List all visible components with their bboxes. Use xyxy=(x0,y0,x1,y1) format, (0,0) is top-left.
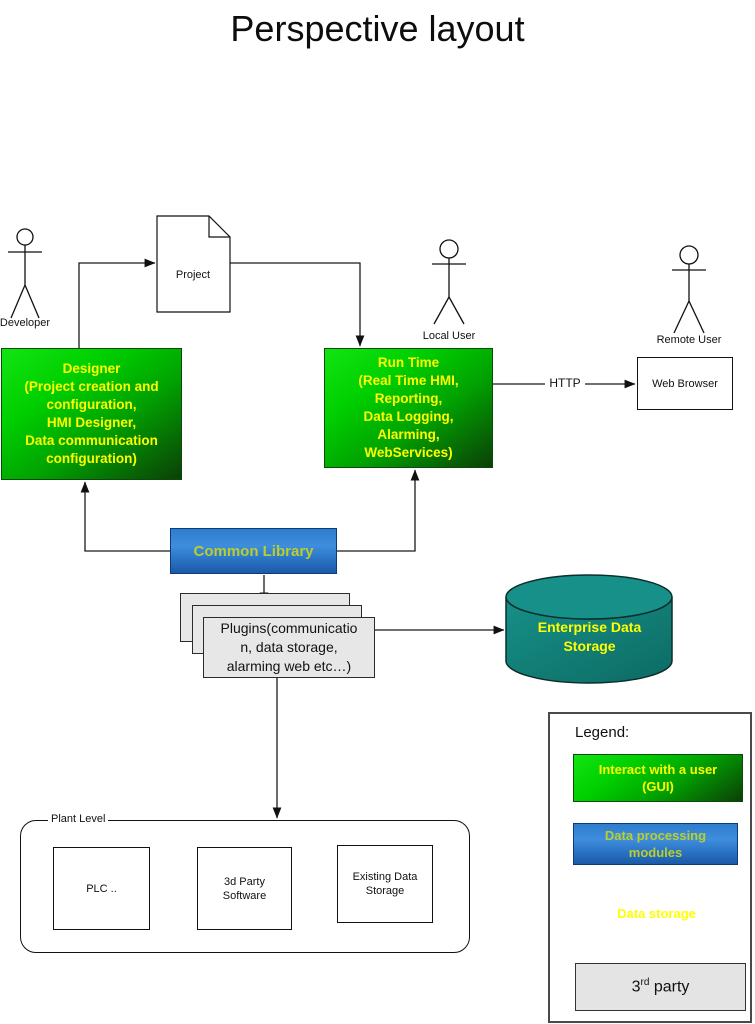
remote-user-label: Remote User xyxy=(656,334,722,346)
local-user-label: Local User xyxy=(422,330,476,342)
http-edge-label: HTTP xyxy=(545,376,585,390)
edge-designer-to-project xyxy=(78,258,156,348)
runtime-node: Run Time (Real Time HMI, Reporting, Data… xyxy=(324,348,493,468)
developer-actor-icon xyxy=(8,228,42,319)
third-party-text: 3rd party xyxy=(631,977,690,996)
edge-project-to-runtime xyxy=(230,262,365,347)
edge-commonlib-to-runtime xyxy=(337,469,420,552)
enterprise-storage-label: Enterprise Data Storage xyxy=(537,619,642,654)
project-label: Project xyxy=(175,269,211,281)
existing-data-storage-node: Existing Data Storage xyxy=(337,845,433,923)
legend-item-storage-label: Data storage xyxy=(617,906,696,921)
project-document-shape xyxy=(156,215,231,313)
third-party-software-node: 3d Party Software xyxy=(197,847,292,930)
designer-node: Designer (Project creation and configura… xyxy=(1,348,182,480)
legend-item-processing: Data processing modules xyxy=(573,823,738,865)
enterprise-storage-cylinder xyxy=(505,574,673,684)
page-title: Perspective layout xyxy=(230,8,525,49)
legend-item-gui: Interact with a user (GUI) xyxy=(573,754,743,802)
remote-user-actor-icon xyxy=(672,245,706,334)
legend-title: Legend: xyxy=(575,724,630,741)
legend-item-third-party: 3rd party xyxy=(575,963,746,1011)
plugins-node: Plugins(communicatio n, data storage, al… xyxy=(203,617,375,678)
plc-node: PLC .. xyxy=(53,847,150,930)
edge-commonlib-to-designer xyxy=(80,481,170,552)
local-user-actor-icon xyxy=(432,239,466,325)
common-library-node: Common Library xyxy=(170,528,337,574)
plant-level-label: Plant Level xyxy=(48,813,109,825)
web-browser-node: Web Browser xyxy=(637,357,733,410)
developer-label: Developer xyxy=(0,317,51,329)
